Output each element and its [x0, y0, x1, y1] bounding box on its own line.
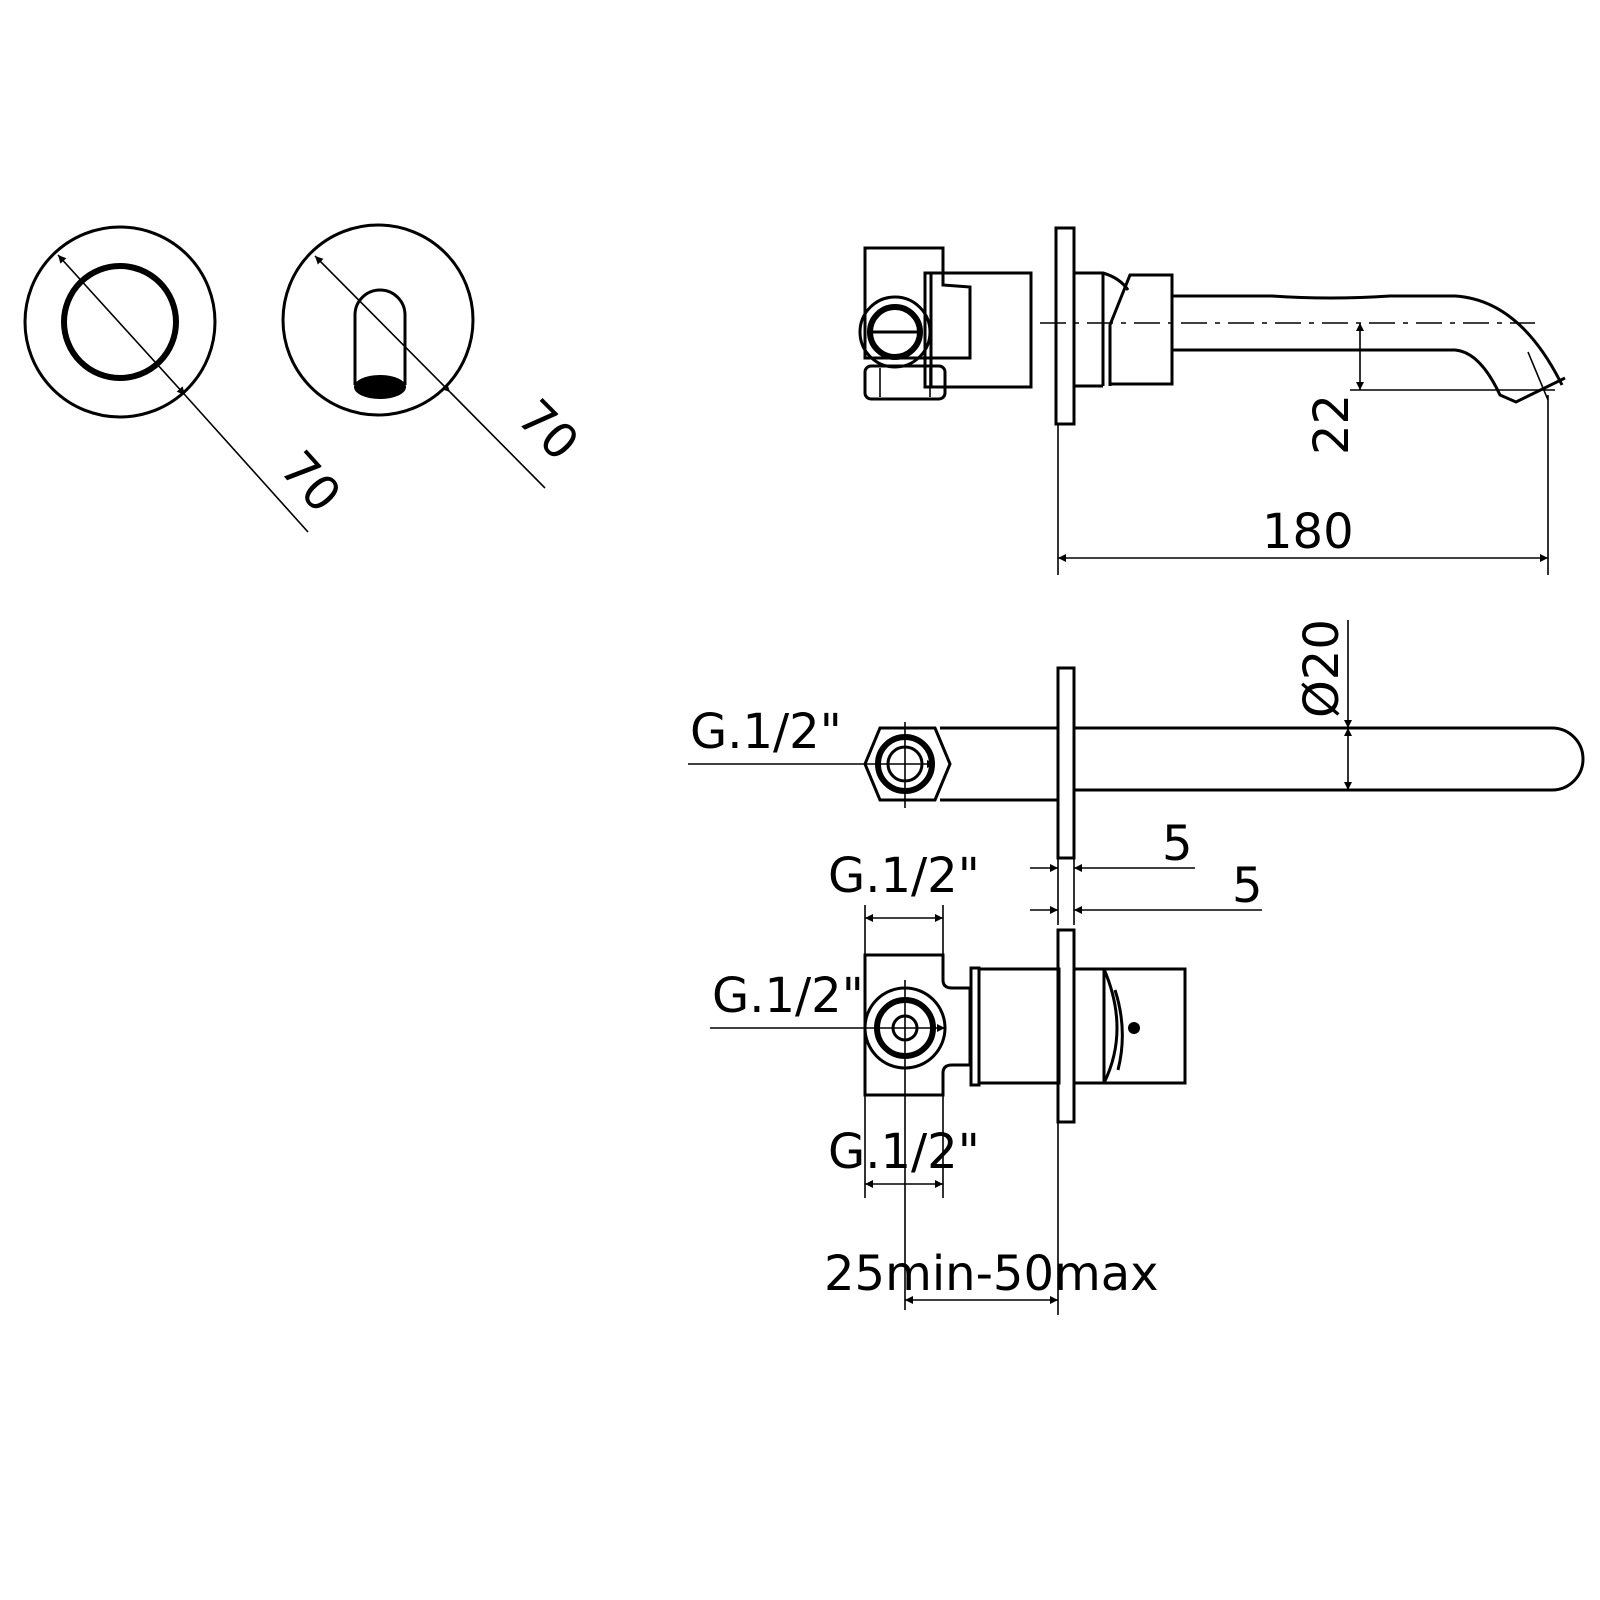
- projection-label: 180: [1262, 504, 1354, 560]
- top-width-label: G.1/2": [828, 848, 980, 904]
- handle-diameter-label: 70: [269, 441, 351, 524]
- inlet-label: G.1/2": [690, 704, 842, 760]
- side-view: 22 180: [858, 226, 1566, 575]
- spout-height-label: 22: [1304, 394, 1360, 455]
- plate-thickness-label-2: 5: [1232, 858, 1263, 914]
- depth-range-label: 25min-50max: [824, 1246, 1159, 1302]
- spout-diameter-label: Ø20: [1294, 619, 1350, 718]
- bottom-width-label: G.1/2": [828, 1124, 980, 1180]
- front-view-spout: 70: [281, 223, 590, 489]
- top-view: G.1/2" Ø20 5 5: [688, 619, 1585, 925]
- mixer-view: G.1/2" G.1/2" G.1/2" 25min-50max: [710, 848, 1187, 1315]
- spout-diameter-label: 70: [507, 389, 590, 472]
- plate-thickness-label-1: 5: [1162, 816, 1193, 872]
- inlet-label: G.1/2": [712, 968, 864, 1024]
